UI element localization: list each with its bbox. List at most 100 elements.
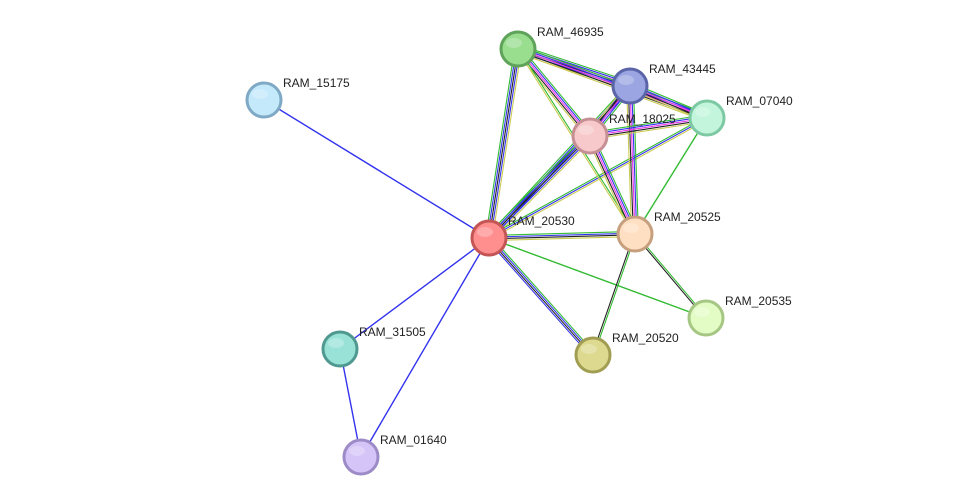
edge-evidence-line xyxy=(490,235,596,354)
edge-evidence-line xyxy=(488,232,635,238)
edge-evidence-line xyxy=(629,85,636,235)
node-highlight xyxy=(623,223,639,233)
node-ram-20520[interactable]: RAM_20520 xyxy=(574,331,679,374)
node-circle[interactable] xyxy=(574,336,612,374)
edge-evidence-line xyxy=(518,47,592,136)
node-ram-31505[interactable]: RAM_31505 xyxy=(321,325,426,368)
edge-evidence-line xyxy=(263,99,490,239)
edge-evidence-line xyxy=(339,237,490,350)
edge-evidence-line xyxy=(489,136,592,240)
edge-evidence-line xyxy=(489,235,636,242)
node-circle[interactable] xyxy=(687,299,725,337)
node-highlight xyxy=(581,344,597,354)
node-ram-15175[interactable]: RAM_15175 xyxy=(245,76,350,119)
edge-evidence-line xyxy=(489,119,709,240)
node-circle[interactable] xyxy=(470,219,508,257)
edge-evidence-line xyxy=(632,85,639,234)
edge-ram-07040-ram-20525 xyxy=(634,117,708,235)
edge-ram-20530-ram-20535 xyxy=(488,237,707,319)
edge-evidence-line xyxy=(491,49,522,239)
node-label: RAM_43445 xyxy=(649,62,716,76)
edge-evidence-line xyxy=(485,48,516,238)
edge-evidence-line xyxy=(589,117,708,137)
node-circle[interactable] xyxy=(245,81,283,119)
node-circle[interactable] xyxy=(688,99,726,137)
edge-evidence-line xyxy=(626,86,633,235)
edge-evidence-line xyxy=(488,230,635,237)
edge-evidence-line xyxy=(516,51,707,122)
edge-evidence-line xyxy=(591,233,635,355)
node-highlight xyxy=(506,38,522,48)
node-highlight xyxy=(694,307,710,317)
node-ram-20525[interactable]: RAM_20525 xyxy=(616,210,721,253)
node-highlight xyxy=(328,338,344,348)
node-label: RAM_20520 xyxy=(612,331,679,345)
edge-evidence-line xyxy=(589,114,707,134)
nodes-layer: RAM_46935RAM_43445RAM_07040RAM_18025RAM_… xyxy=(245,25,793,476)
edge-ram-43445-ram-20525 xyxy=(626,85,639,235)
edge-evidence-line xyxy=(517,48,591,137)
edge-evidence-line xyxy=(590,119,708,139)
edge-evidence-line xyxy=(519,44,632,83)
edge-ram-20530-ram-20525 xyxy=(488,230,636,242)
node-ram-01640[interactable]: RAM_01640 xyxy=(342,433,447,476)
edge-evidence-line xyxy=(491,138,593,241)
edge-evidence-line xyxy=(593,234,637,356)
node-label: RAM_18025 xyxy=(609,112,676,126)
node-highlight xyxy=(578,125,594,135)
edge-evidence-line xyxy=(520,46,594,135)
edge-evidence-line xyxy=(488,48,519,239)
edge-ram-20530-ram-18025 xyxy=(486,133,593,241)
node-ram-18025[interactable]: RAM_18025 xyxy=(571,112,676,155)
node-ram-43445[interactable]: RAM_43445 xyxy=(611,62,716,105)
edge-ram-20525-ram-20520 xyxy=(591,233,637,356)
edge-evidence-line xyxy=(631,85,638,234)
node-highlight xyxy=(618,75,634,85)
node-circle[interactable] xyxy=(342,438,380,476)
edge-evidence-line xyxy=(489,234,636,240)
edge-evidence-line xyxy=(489,237,595,355)
edge-evidence-line xyxy=(488,135,591,239)
node-label: RAM_20530 xyxy=(508,214,575,228)
edge-evidence-line xyxy=(486,239,592,358)
node-circle[interactable] xyxy=(571,117,609,155)
node-label: RAM_20535 xyxy=(725,294,792,308)
node-circle[interactable] xyxy=(321,330,359,368)
edge-evidence-line xyxy=(488,237,707,319)
edge-evidence-line xyxy=(487,238,593,356)
node-circle[interactable] xyxy=(611,67,649,105)
node-circle[interactable] xyxy=(499,30,537,68)
node-ram-20530[interactable]: RAM_20530 xyxy=(470,214,575,257)
edge-evidence-line xyxy=(590,120,708,140)
edge-ram-18025-ram-07040 xyxy=(589,114,708,140)
node-label: RAM_46935 xyxy=(537,25,604,39)
node-highlight xyxy=(252,89,268,99)
node-highlight xyxy=(349,446,365,456)
edge-evidence-line xyxy=(490,49,521,239)
edge-evidence-line xyxy=(486,48,517,238)
edge-ram-20530-ram-20520 xyxy=(486,235,596,358)
edge-evidence-line xyxy=(487,134,590,238)
edge-ram-20530-ram-01640 xyxy=(360,237,490,458)
edge-evidence-line xyxy=(634,117,708,235)
edge-evidence-line xyxy=(360,237,490,458)
node-ram-46935[interactable]: RAM_46935 xyxy=(499,25,604,68)
node-label: RAM_20525 xyxy=(654,210,721,224)
node-highlight xyxy=(477,227,493,237)
edge-evidence-line xyxy=(627,86,634,235)
edge-evidence-line xyxy=(486,133,588,236)
node-circle[interactable] xyxy=(616,215,654,253)
node-label: RAM_31505 xyxy=(359,325,426,339)
edge-ram-15175-ram-20530 xyxy=(263,99,490,239)
node-label: RAM_01640 xyxy=(380,433,447,447)
edge-evidence-line xyxy=(589,115,707,135)
edge-ram-20530-ram-31505 xyxy=(339,237,490,350)
edge-ram-20530-ram-46935 xyxy=(485,48,522,239)
node-ram-20535[interactable]: RAM_20535 xyxy=(687,294,792,337)
node-label: RAM_07040 xyxy=(726,94,793,108)
node-ram-07040[interactable]: RAM_07040 xyxy=(688,94,793,137)
edges-layer xyxy=(263,44,709,458)
node-highlight xyxy=(695,107,711,117)
node-label: RAM_15175 xyxy=(283,76,350,90)
